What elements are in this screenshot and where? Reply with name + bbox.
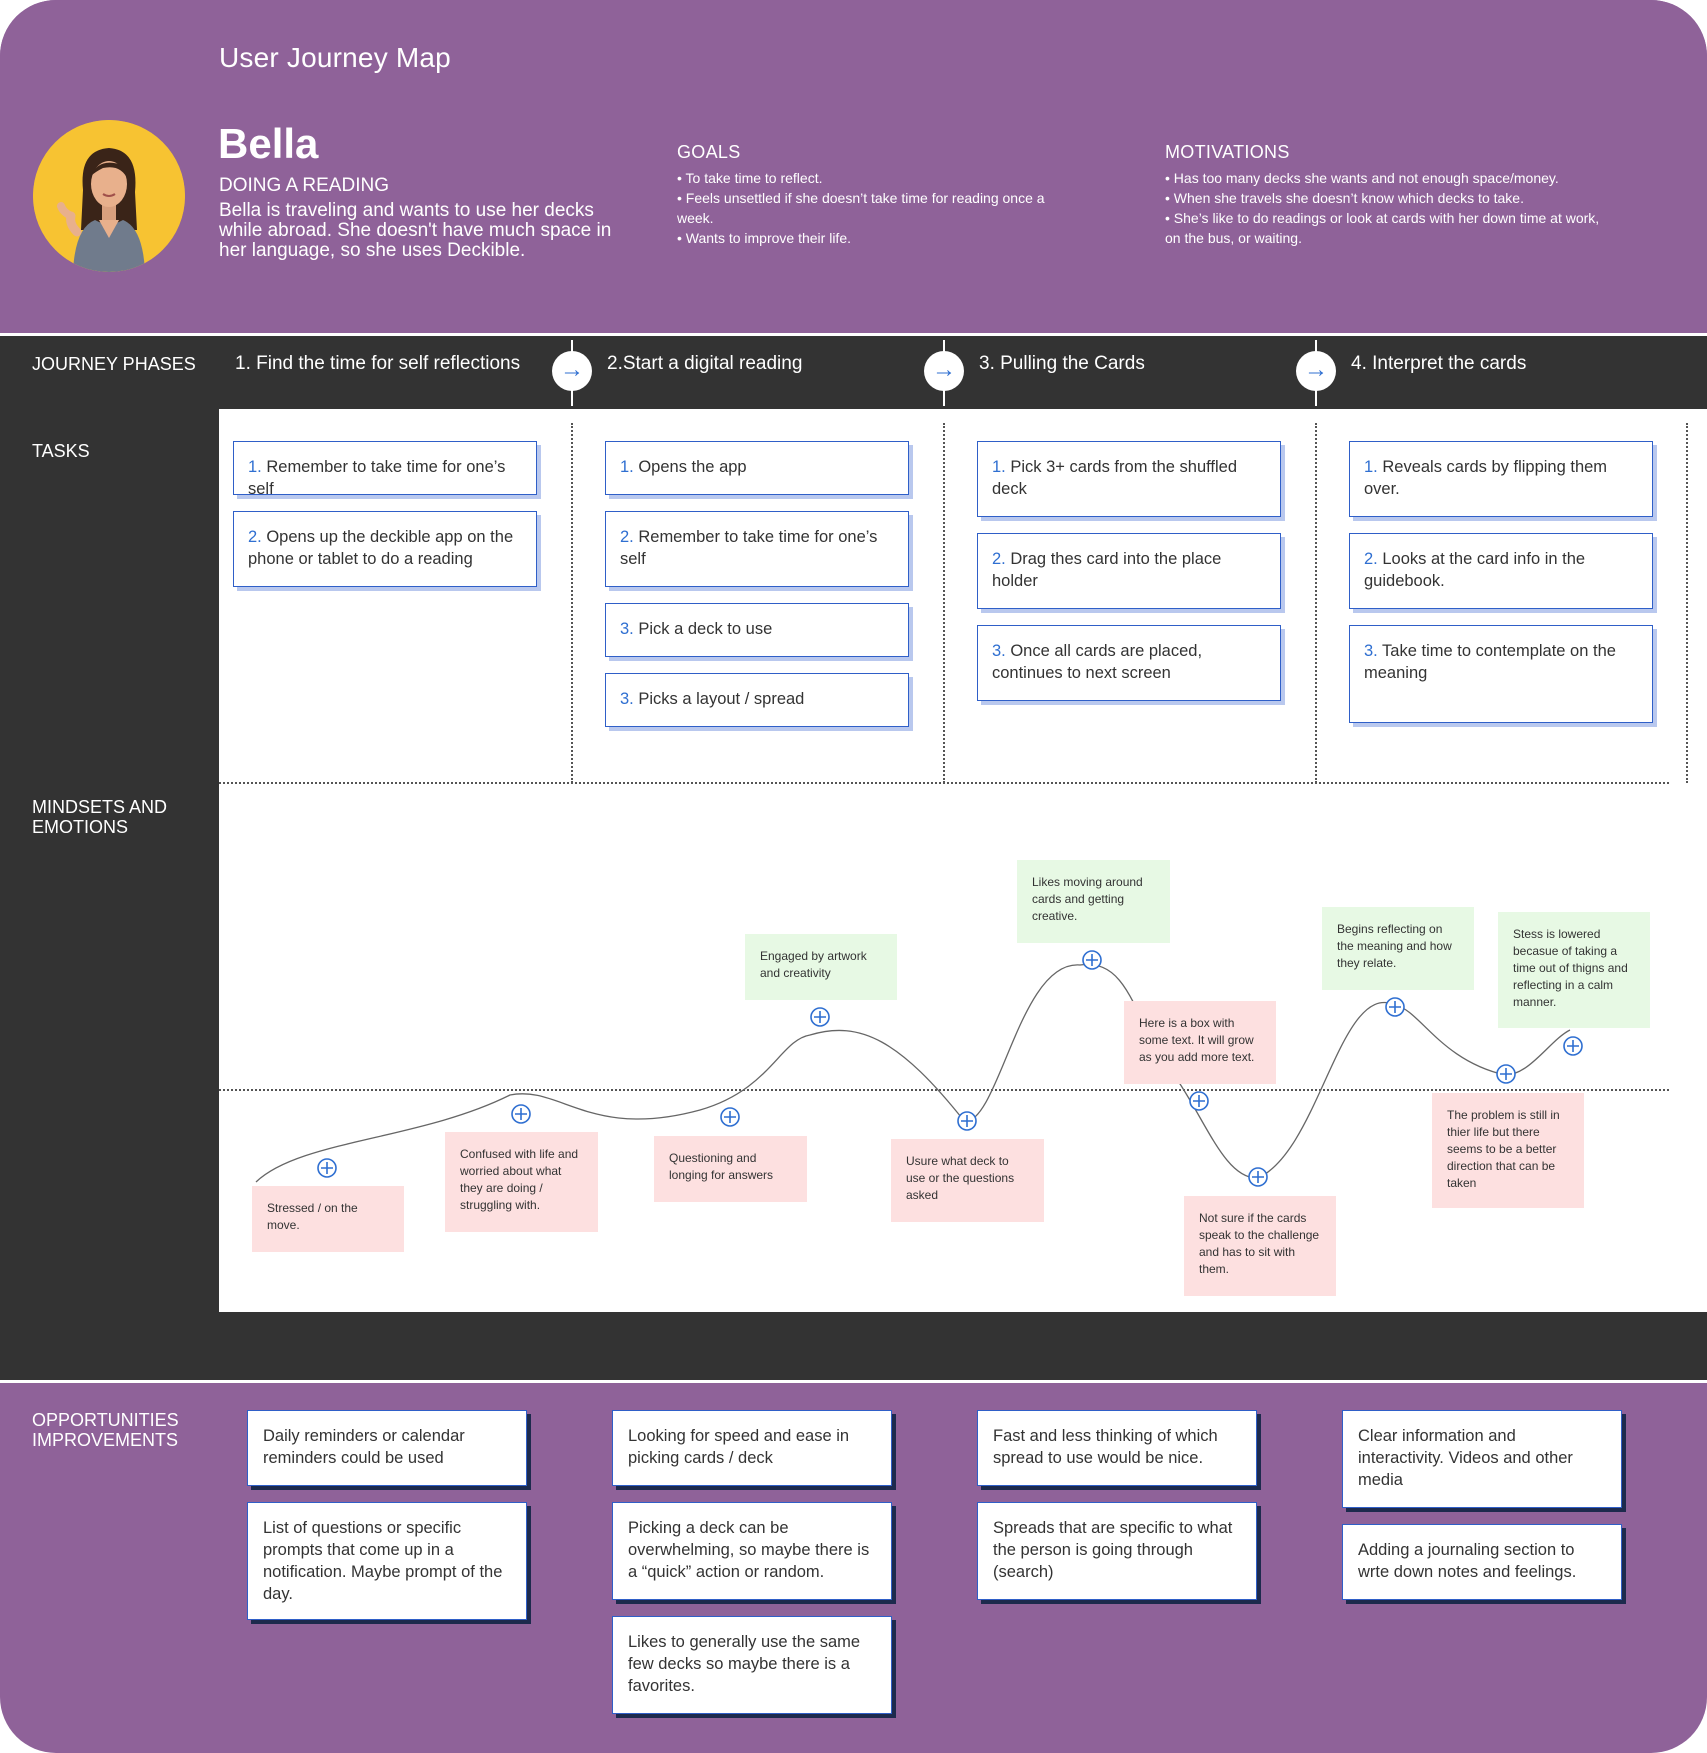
persona-header: User Journey Map Bella DOING A READING B… bbox=[0, 0, 1707, 335]
arrow-right-icon[interactable]: → bbox=[552, 351, 592, 391]
motivation-item: • Has too many decks she wants and not e… bbox=[1165, 170, 1559, 186]
arrow-right-icon[interactable]: → bbox=[924, 351, 964, 391]
task-card[interactable]: 2. Drag thes card into the place holder bbox=[977, 533, 1281, 609]
task-card[interactable]: 2. Opens up the deckible app on the phon… bbox=[233, 511, 537, 587]
emotion-note[interactable]: Usure what deck to use or the questions … bbox=[891, 1139, 1044, 1222]
goals-title: GOALS bbox=[677, 142, 741, 162]
journey-phases-label: JOURNEY PHASES bbox=[32, 354, 196, 374]
task-card[interactable]: 1. Reveals cards by flipping them over. bbox=[1349, 441, 1653, 517]
task-card[interactable]: 3. Once all cards are placed, continues … bbox=[977, 625, 1281, 701]
persona-photo-icon bbox=[33, 120, 185, 272]
plus-circle-icon bbox=[1563, 1036, 1583, 1056]
goal-item: • Wants to improve their life. bbox=[677, 230, 851, 246]
motivations-title: MOTIVATIONS bbox=[1165, 142, 1290, 162]
plus-circle-icon bbox=[511, 1104, 531, 1124]
arrow-right-icon[interactable]: → bbox=[1296, 351, 1336, 391]
plus-circle-icon bbox=[957, 1111, 977, 1131]
opportunity-card[interactable]: Clear information and interactivity. Vid… bbox=[1342, 1410, 1622, 1508]
opportunity-card[interactable]: Adding a journaling section to wrte down… bbox=[1342, 1524, 1622, 1600]
section-divider bbox=[0, 1380, 1707, 1383]
map-title: User Journey Map bbox=[219, 42, 451, 73]
task-card[interactable]: 1. Remember to take time for one’s self bbox=[233, 441, 537, 498]
emotion-note[interactable]: Likes moving around cards and getting cr… bbox=[1017, 860, 1170, 943]
column-separator bbox=[1315, 423, 1317, 783]
emotion-note[interactable]: Here is a box with some text. It will gr… bbox=[1124, 1001, 1276, 1084]
emotion-note[interactable]: Stess is lowered becasue of taking a tim… bbox=[1498, 912, 1650, 1028]
plus-circle-icon bbox=[720, 1107, 740, 1127]
emotion-note[interactable]: Stressed / on the move. bbox=[252, 1186, 404, 1252]
section-divider bbox=[0, 333, 1707, 336]
emotion-note[interactable]: Not sure if the cards speak to the chall… bbox=[1184, 1196, 1336, 1296]
emotion-baseline bbox=[219, 1089, 1669, 1091]
task-card[interactable]: 2. Looks at the card info in the guidebo… bbox=[1349, 533, 1653, 609]
emotion-note[interactable]: Questioning and longing for answers bbox=[654, 1136, 807, 1202]
opportunity-card[interactable]: List of questions or specific prompts th… bbox=[247, 1502, 527, 1620]
column-separator bbox=[1686, 423, 1688, 783]
plus-circle-icon bbox=[1189, 1091, 1209, 1111]
task-card[interactable]: 2. Remember to take time for one’s self bbox=[605, 511, 909, 587]
persona-description: Bella is traveling and wants to use her … bbox=[219, 200, 612, 261]
task-card[interactable]: 3. Pick a deck to use bbox=[605, 603, 909, 657]
plus-circle-icon bbox=[1385, 997, 1405, 1017]
opportunity-card[interactable]: Daily reminders or calendar reminders co… bbox=[247, 1410, 527, 1486]
opportunity-card[interactable]: Looking for speed and ease in picking ca… bbox=[612, 1410, 892, 1486]
opportunity-card[interactable]: Fast and less thinking of which spread t… bbox=[977, 1410, 1257, 1486]
opportunities-label: OPPORTUNITIES IMPROVEMENTS bbox=[32, 1410, 179, 1450]
plus-circle-icon bbox=[810, 1007, 830, 1027]
opportunity-card[interactable]: Spreads that are specific to what the pe… bbox=[977, 1502, 1257, 1600]
persona-name: Bella bbox=[218, 120, 319, 167]
goal-item: • To take time to reflect. bbox=[677, 170, 823, 186]
phase-2-title: 2.Start a digital reading bbox=[607, 353, 803, 374]
column-separator bbox=[571, 423, 573, 783]
tasks-label: TASKS bbox=[32, 441, 90, 461]
persona-avatar bbox=[33, 120, 185, 272]
column-separator bbox=[943, 423, 945, 783]
emotion-note[interactable]: Confused with life and worried about wha… bbox=[445, 1132, 598, 1232]
plus-circle-icon bbox=[317, 1158, 337, 1178]
plus-circle-icon bbox=[1082, 950, 1102, 970]
goals-section: GOALS • To take time to reflect. • Feels… bbox=[677, 142, 1057, 248]
goal-item: • Feels unsettled if she doesn’t take ti… bbox=[677, 190, 1045, 226]
phase-1-title: 1. Find the time for self reflections bbox=[235, 353, 521, 374]
task-card[interactable]: 3. Picks a layout / spread bbox=[605, 673, 909, 727]
persona-role: DOING A READING bbox=[219, 175, 389, 196]
phase-3-title: 3. Pulling the Cards bbox=[979, 353, 1145, 374]
task-card[interactable]: 1. Opens the app bbox=[605, 441, 909, 495]
emotion-note[interactable]: The problem is still in thier life but t… bbox=[1432, 1093, 1584, 1208]
motivations-section: MOTIVATIONS • Has too many decks she wan… bbox=[1165, 142, 1605, 248]
mindsets-label: MINDSETS AND EMOTIONS bbox=[32, 797, 168, 837]
phase-4-title: 4. Interpret the cards bbox=[1351, 353, 1527, 374]
opportunity-card[interactable]: Likes to generally use the same few deck… bbox=[612, 1616, 892, 1714]
opportunity-card[interactable]: Picking a deck can be overwhelming, so m… bbox=[612, 1502, 892, 1600]
task-card[interactable]: 1. Pick 3+ cards from the shuffled deck bbox=[977, 441, 1281, 517]
row-separator bbox=[219, 782, 1669, 784]
motivation-item: • She’s like to do readings or look at c… bbox=[1165, 210, 1600, 246]
task-card[interactable]: 3. Take time to contemplate on the meani… bbox=[1349, 625, 1653, 723]
emotion-note[interactable]: Engaged by artwork and creativity bbox=[745, 934, 897, 1000]
motivation-item: • When she travels she doesn’t know whic… bbox=[1165, 190, 1524, 206]
plus-circle-icon bbox=[1496, 1064, 1516, 1084]
emotion-note[interactable]: Begins reflecting on the meaning and how… bbox=[1322, 907, 1474, 990]
plus-circle-icon bbox=[1248, 1167, 1268, 1187]
